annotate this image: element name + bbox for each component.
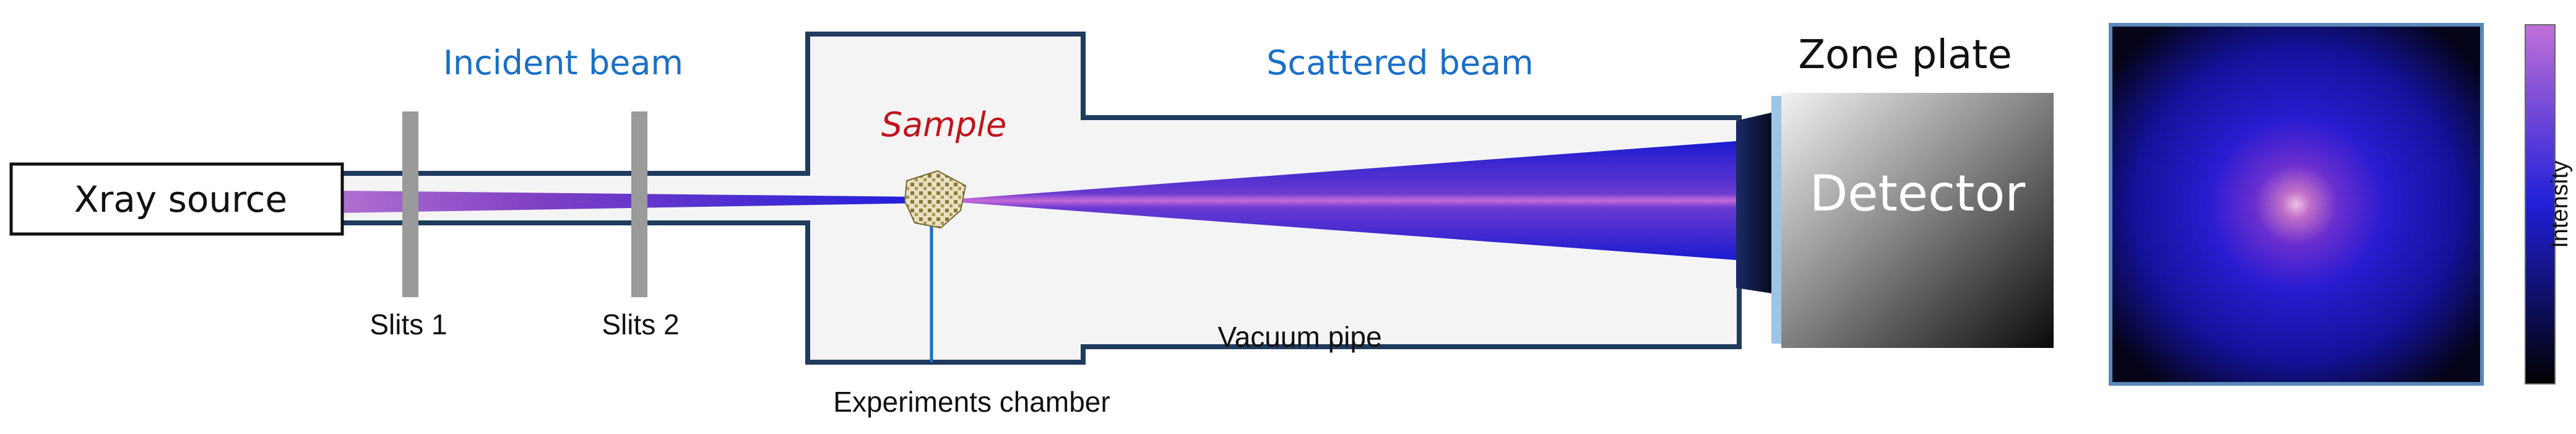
scattered-beam-cone xyxy=(953,141,1736,260)
detector-box xyxy=(1781,93,2054,348)
scattering-image xyxy=(2109,23,2484,386)
detector-label: Detector xyxy=(1810,165,2026,222)
sample-label: Sample xyxy=(881,105,1006,144)
experiments-chamber-label: Experiments chamber xyxy=(833,386,1110,418)
slits-1-label: Slits 1 xyxy=(370,308,447,341)
xray-source-label: Xray source xyxy=(74,178,288,220)
incident-beam-label: Incident beam xyxy=(443,43,683,82)
pipe-exit-region xyxy=(1736,111,1776,294)
intensity-label: Intensity xyxy=(2547,160,2573,248)
vacuum-pipe-label: Vacuum pipe xyxy=(1217,321,1381,353)
sample xyxy=(904,170,967,229)
slits-1 xyxy=(402,111,418,297)
zone-plate-label: Zone plate xyxy=(1798,32,2012,78)
xray-source-box xyxy=(9,162,344,236)
scattered-beam-label: Scattered beam xyxy=(1266,43,1534,82)
slits-2 xyxy=(631,111,647,297)
slits-2-label: Slits 2 xyxy=(602,308,679,341)
zone-plate xyxy=(1771,96,1781,344)
intensity-colorbar xyxy=(2525,24,2556,384)
incident-beam xyxy=(339,191,922,213)
